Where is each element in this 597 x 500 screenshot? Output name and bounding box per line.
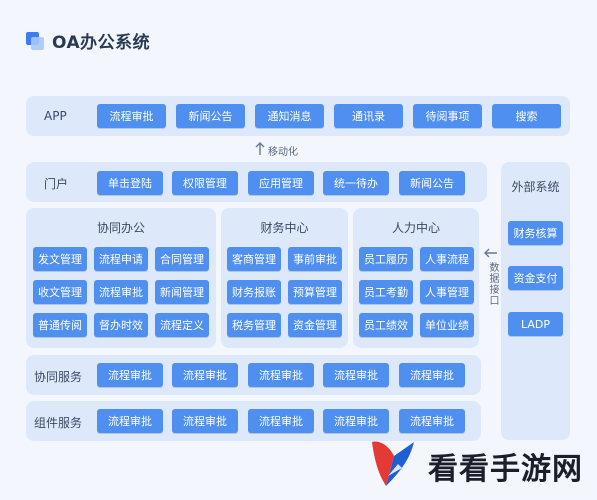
collab-service-item[interactable]: 流程审批 (248, 363, 314, 387)
external-item-ladp[interactable]: LADP (508, 312, 563, 336)
portal-item-permission[interactable]: 权限管理 (172, 171, 238, 195)
finance-item[interactable]: 预算管理 (288, 280, 342, 304)
hr-item[interactable]: 人事管理 (420, 280, 474, 304)
data-interface-label: 数据接口 (487, 262, 498, 306)
portal-item-news[interactable]: 新闻公告 (399, 171, 465, 195)
component-service-item[interactable]: 流程审批 (97, 409, 163, 433)
collab-item[interactable]: 流程申请 (94, 247, 148, 271)
collab-item[interactable]: 合同管理 (155, 247, 209, 271)
collab-item[interactable]: 收文管理 (33, 280, 87, 304)
finance-item[interactable]: 资金管理 (288, 313, 342, 337)
component-service-item[interactable]: 流程审批 (399, 409, 465, 433)
collab-item[interactable]: 流程审批 (94, 280, 148, 304)
app-item-pending[interactable]: 待阅事项 (413, 104, 482, 128)
app-item-search[interactable]: 搜索 (492, 104, 561, 128)
collab-service-item[interactable]: 流程审批 (97, 363, 163, 387)
component-service-item[interactable]: 流程审批 (323, 409, 389, 433)
external-item-accounting[interactable]: 财务核算 (508, 221, 563, 245)
portal-item-sso[interactable]: 单击登陆 (97, 171, 163, 195)
external-item-payment[interactable]: 资金支付 (508, 266, 563, 290)
hr-item[interactable]: 员工履历 (359, 247, 413, 271)
arrow-up-icon (255, 142, 265, 155)
app-item-approval[interactable]: 流程审批 (97, 104, 166, 128)
finance-item[interactable]: 事前审批 (288, 247, 342, 271)
component-service-item[interactable]: 流程审批 (248, 409, 314, 433)
collab-item[interactable]: 新闻管理 (155, 280, 209, 304)
mobile-label: 移动化 (268, 147, 298, 158)
page-title: OA办公系统 (52, 33, 151, 53)
hr-item[interactable]: 人事流程 (420, 247, 474, 271)
app-label: APP (44, 109, 67, 123)
collab-service-item[interactable]: 流程审批 (172, 363, 238, 387)
finance-title: 财务中心 (260, 221, 309, 235)
collab-service-item[interactable]: 流程审批 (399, 363, 465, 387)
app-item-news[interactable]: 新闻公告 (176, 104, 245, 128)
collab-service-label: 协同服务 (34, 370, 83, 384)
watermark-text: 看看手游网 (428, 452, 583, 487)
collab-item[interactable]: 流程定义 (155, 313, 209, 337)
logo-icon (26, 32, 44, 50)
arrow-left-icon (484, 248, 497, 258)
hr-item[interactable]: 单位业绩 (420, 313, 474, 337)
collab-item[interactable]: 督办时效 (94, 313, 148, 337)
finance-item[interactable]: 财务报账 (227, 280, 281, 304)
portal-item-todo[interactable]: 统一待办 (323, 171, 389, 195)
collab-item[interactable]: 普通传阅 (33, 313, 87, 337)
app-item-contacts[interactable]: 通讯录 (334, 104, 403, 128)
hr-title: 人力中心 (391, 221, 440, 235)
external-panel (501, 162, 570, 440)
watermark-logo-icon (372, 441, 414, 486)
hr-item[interactable]: 员工绩效 (359, 313, 413, 337)
component-service-label: 组件服务 (34, 416, 83, 430)
collab-item[interactable]: 发文管理 (33, 247, 87, 271)
collab-title: 协同办公 (96, 221, 145, 235)
app-item-notify[interactable]: 通知消息 (255, 104, 324, 128)
finance-item[interactable]: 税务管理 (227, 313, 281, 337)
hr-item[interactable]: 员工考勤 (359, 280, 413, 304)
collab-service-item[interactable]: 流程审批 (323, 363, 389, 387)
portal-label: 门户 (44, 177, 69, 191)
portal-item-apps[interactable]: 应用管理 (248, 171, 314, 195)
finance-item[interactable]: 客商管理 (227, 247, 281, 271)
component-service-item[interactable]: 流程审批 (172, 409, 238, 433)
external-title: 外部系统 (511, 180, 560, 194)
